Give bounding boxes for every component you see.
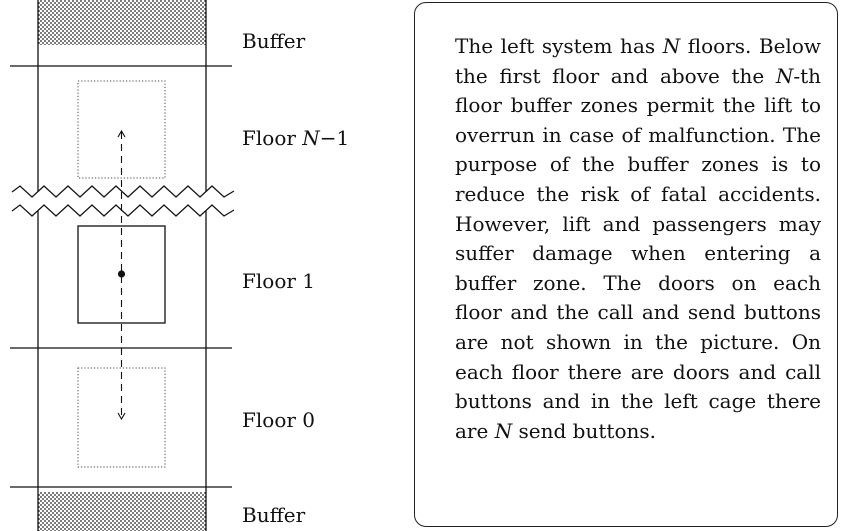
arrow-up-icon <box>117 129 126 138</box>
ghost-cage-upper <box>77 80 166 179</box>
label-floor-top: Floor N−1 <box>242 126 349 150</box>
label-buffer-bottom: Buffer <box>242 503 306 527</box>
label-floor-1: Floor 1 <box>242 269 315 293</box>
top-buffer-zone <box>38 0 206 45</box>
cage-position-dot <box>117 270 126 278</box>
label-floor-0: Floor 0 <box>242 408 315 432</box>
ghost-cage-lower <box>77 367 166 468</box>
break-zigzag-upper <box>11 185 235 198</box>
arrow-down-icon <box>117 412 126 421</box>
break-zigzag-lower <box>11 204 235 217</box>
description-box <box>414 2 838 527</box>
label-buffer-top: Buffer <box>242 29 306 53</box>
bottom-buffer-zone <box>38 492 206 531</box>
description-text: The left system has N floors. Below the … <box>455 34 821 443</box>
